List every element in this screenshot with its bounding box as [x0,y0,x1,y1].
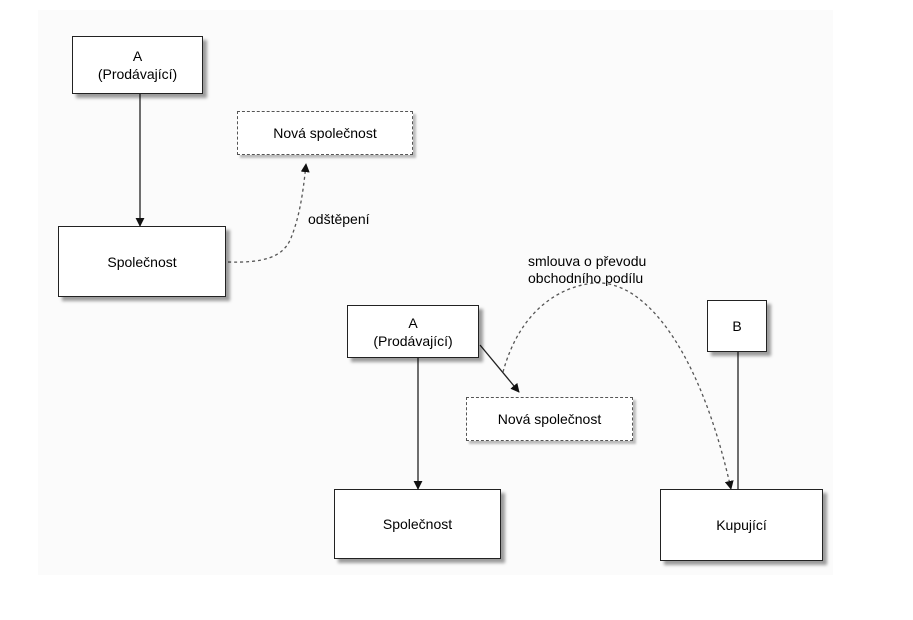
bottom-b-label: B [732,318,742,334]
bottom-contract-label-line2: obchodního podílu [528,270,644,286]
top-new-company-box: Nová společnost [237,111,413,155]
top-seller-name: A [132,48,143,64]
bottom-buyer-label: Kupující [716,517,767,533]
bottom-company-box: Společnost [334,489,501,559]
bottom-new-company-label: Nová společnost [497,411,602,427]
bottom-new-company-box: Nová společnost [466,397,633,441]
bottom-seller-to-new-company-arrow [479,344,520,393]
bottom-contract-label-line1: smlouva o převodu [528,253,647,269]
bottom-buyer-box: Kupující [660,489,823,561]
top-seller-role: (Prodávající) [97,66,178,82]
top-new-company-label: Nová společnost [273,125,377,141]
bottom-seller-role: (Prodávající) [373,332,453,349]
top-company-box: Společnost [58,226,226,297]
bottom-b-box: B [707,300,767,352]
top-spinoff-dashed-arrow [227,163,310,263]
bottom-contract-dashed-arrow [502,282,734,490]
top-company-label: Společnost [107,253,177,270]
top-spinoff-label: odštěpení [308,211,370,227]
bottom-contract-label: smlouva o převodu obchodního podílu [528,253,646,287]
bottom-seller-box: A (Prodávající) [347,305,479,358]
bottom-company-label: Společnost [382,516,453,532]
top-seller-box: A (Prodávající) [72,36,203,94]
bottom-seller-name: A [408,314,418,331]
